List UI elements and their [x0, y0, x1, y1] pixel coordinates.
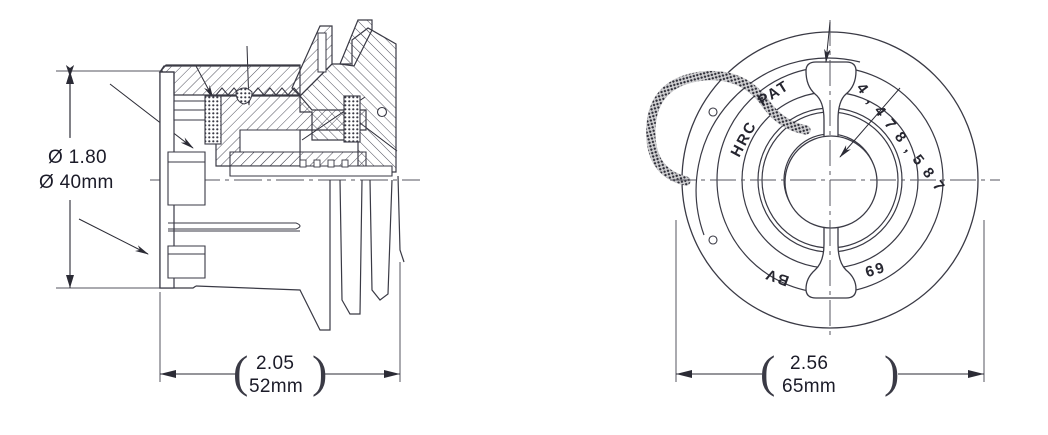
width-paren-open: (: [233, 346, 248, 397]
diameter-metric-label: Ø 40mm: [39, 172, 114, 193]
seal-elements: [204, 87, 361, 145]
diameter-dimension-line: [65, 65, 75, 288]
slot-detail: [168, 222, 301, 232]
lanyard-cord: [646, 70, 811, 186]
cap-arc: [695, 57, 861, 236]
width-imperial-label: 2.05: [256, 353, 294, 374]
lower-skirt: [195, 175, 405, 331]
face-width-dimension: [675, 220, 985, 382]
width-metric-label: 52mm: [249, 376, 303, 397]
mounting-holes: [708, 107, 718, 245]
flange-recesses: [167, 100, 206, 279]
right-face-view: HRC PAT 4 , 4 7 8 , 5 8 7 BV 69 ( ) 2.56…: [646, 20, 1000, 397]
blade-fins: [291, 19, 373, 97]
radius-leaders: [824, 21, 901, 158]
width-paren-close: ): [312, 346, 327, 397]
face-width-paren-open: (: [760, 346, 775, 397]
width-dimension: [159, 262, 401, 382]
face-width-imperial-label: 2.56: [790, 353, 828, 374]
upper-cap-section: [158, 64, 301, 96]
thread-profile: [215, 87, 301, 96]
face-centerlines: [670, 20, 1000, 340]
diameter-imperial-label: Ø 1.80: [48, 147, 107, 168]
face-width-metric-label: 65mm: [782, 376, 836, 397]
engraving-lower-right-mark: 69: [861, 258, 886, 280]
left-section-view: Ø 1.80 Ø 40mm: [39, 19, 420, 397]
face-width-paren-close: ): [884, 346, 899, 397]
contact-pins: [299, 159, 349, 168]
